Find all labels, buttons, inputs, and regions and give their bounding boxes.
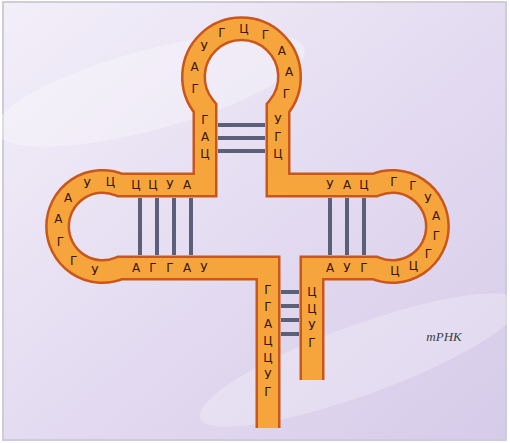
base-pair-bond <box>218 123 265 127</box>
base-pair-bond <box>189 198 193 255</box>
nucleotide-letter: Г <box>264 284 271 296</box>
nucleotide-letter: Г <box>274 131 281 143</box>
nucleotide-letter: Г <box>70 255 77 267</box>
nucleotide-letter: Ц <box>106 176 115 188</box>
nucleotide-letter: Ц <box>390 265 399 277</box>
nucleotide-letter: Ц <box>307 286 316 298</box>
base-pair-bond <box>281 332 299 336</box>
base-pair-bond <box>281 290 299 294</box>
nucleotide-letter: Г <box>264 301 271 313</box>
nucleotide-letter: А <box>190 61 198 73</box>
trna-strand <box>58 29 438 428</box>
nucleotide-letter: Г <box>166 262 173 274</box>
nucleotide-letter: У <box>166 179 173 191</box>
nucleotide-letter: Г <box>57 236 64 248</box>
nucleotide-letter: А <box>201 131 209 143</box>
base-pair-bond <box>218 136 265 140</box>
nucleotide-letter: А <box>285 66 293 78</box>
base-pair-bond <box>138 198 142 255</box>
nucleotide-letter: Г <box>201 114 208 126</box>
nucleotide-letter: Г <box>218 27 225 39</box>
nucleotide-letter: Ц <box>409 260 418 272</box>
nucleotide-letter: Г <box>264 386 271 398</box>
nucleotide-letter: У <box>201 41 208 53</box>
molecule-label: тРНК <box>426 330 461 343</box>
background-swirl <box>188 269 510 443</box>
nucleotide-letter: У <box>424 193 431 205</box>
nucleotide-letter: У <box>264 369 271 381</box>
base-pair-bond <box>281 318 299 322</box>
base-pair-bond <box>328 198 332 255</box>
nucleotide-letter: Г <box>409 180 416 192</box>
nucleotide-letter: А <box>183 262 191 274</box>
base-pair-bond <box>345 198 349 255</box>
nucleotide-letter: У <box>91 265 98 277</box>
nucleotide-letter: У <box>274 114 281 126</box>
nucleotide-letter: Г <box>149 262 156 274</box>
nucleotide-letter: У <box>200 262 207 274</box>
nucleotide-letter: Ц <box>239 23 248 35</box>
nucleotide-letter: А <box>183 179 191 191</box>
nucleotide-letter: А <box>326 262 334 274</box>
nucleotide-letter: У <box>343 262 350 274</box>
nucleotide-letter: Г <box>308 337 315 349</box>
nucleotide-letter: У <box>326 179 333 191</box>
nucleotide-letter: Г <box>433 230 440 242</box>
nucleotide-letter: Ц <box>273 148 282 160</box>
base-pair-bond <box>362 198 366 255</box>
base-pair-bond <box>155 198 159 255</box>
nucleotide-letter: А <box>264 318 272 330</box>
base-pair-bonds <box>140 125 364 334</box>
nucleotide-letter: А <box>278 45 286 57</box>
nucleotide-letter: А <box>64 192 72 204</box>
nucleotide-letter: А <box>343 179 351 191</box>
nucleotide-letter: Ц <box>263 335 272 347</box>
nucleotide-letter: А <box>54 213 62 225</box>
nucleotide-letter: Ц <box>263 352 272 364</box>
nucleotide-letter: Ц <box>200 148 209 160</box>
nucleotide-letter: Ц <box>148 179 157 191</box>
nucleotide-letter: У <box>84 178 91 190</box>
base-pair-bond <box>281 304 299 308</box>
trna-strand-outline <box>58 29 438 428</box>
nucleotide-letter: Ц <box>359 179 368 191</box>
nucleotide-letter: Ц <box>307 303 316 315</box>
base-pair-bond <box>218 149 265 153</box>
nucleotide-letter: Г <box>283 88 290 100</box>
nucleotide-letter: А <box>132 262 140 274</box>
nucleotide-letter: Г <box>360 262 367 274</box>
nucleotide-letter: Г <box>425 248 432 260</box>
nucleotide-letter: Г <box>390 176 397 188</box>
base-pair-bond <box>172 198 176 255</box>
nucleotide-letter: Г <box>191 83 198 95</box>
nucleotide-letter: Г <box>262 29 269 41</box>
nucleotide-letter: А <box>432 210 440 222</box>
nucleotide-letter: Ц <box>131 179 140 191</box>
nucleotide-letter: У <box>308 320 315 332</box>
